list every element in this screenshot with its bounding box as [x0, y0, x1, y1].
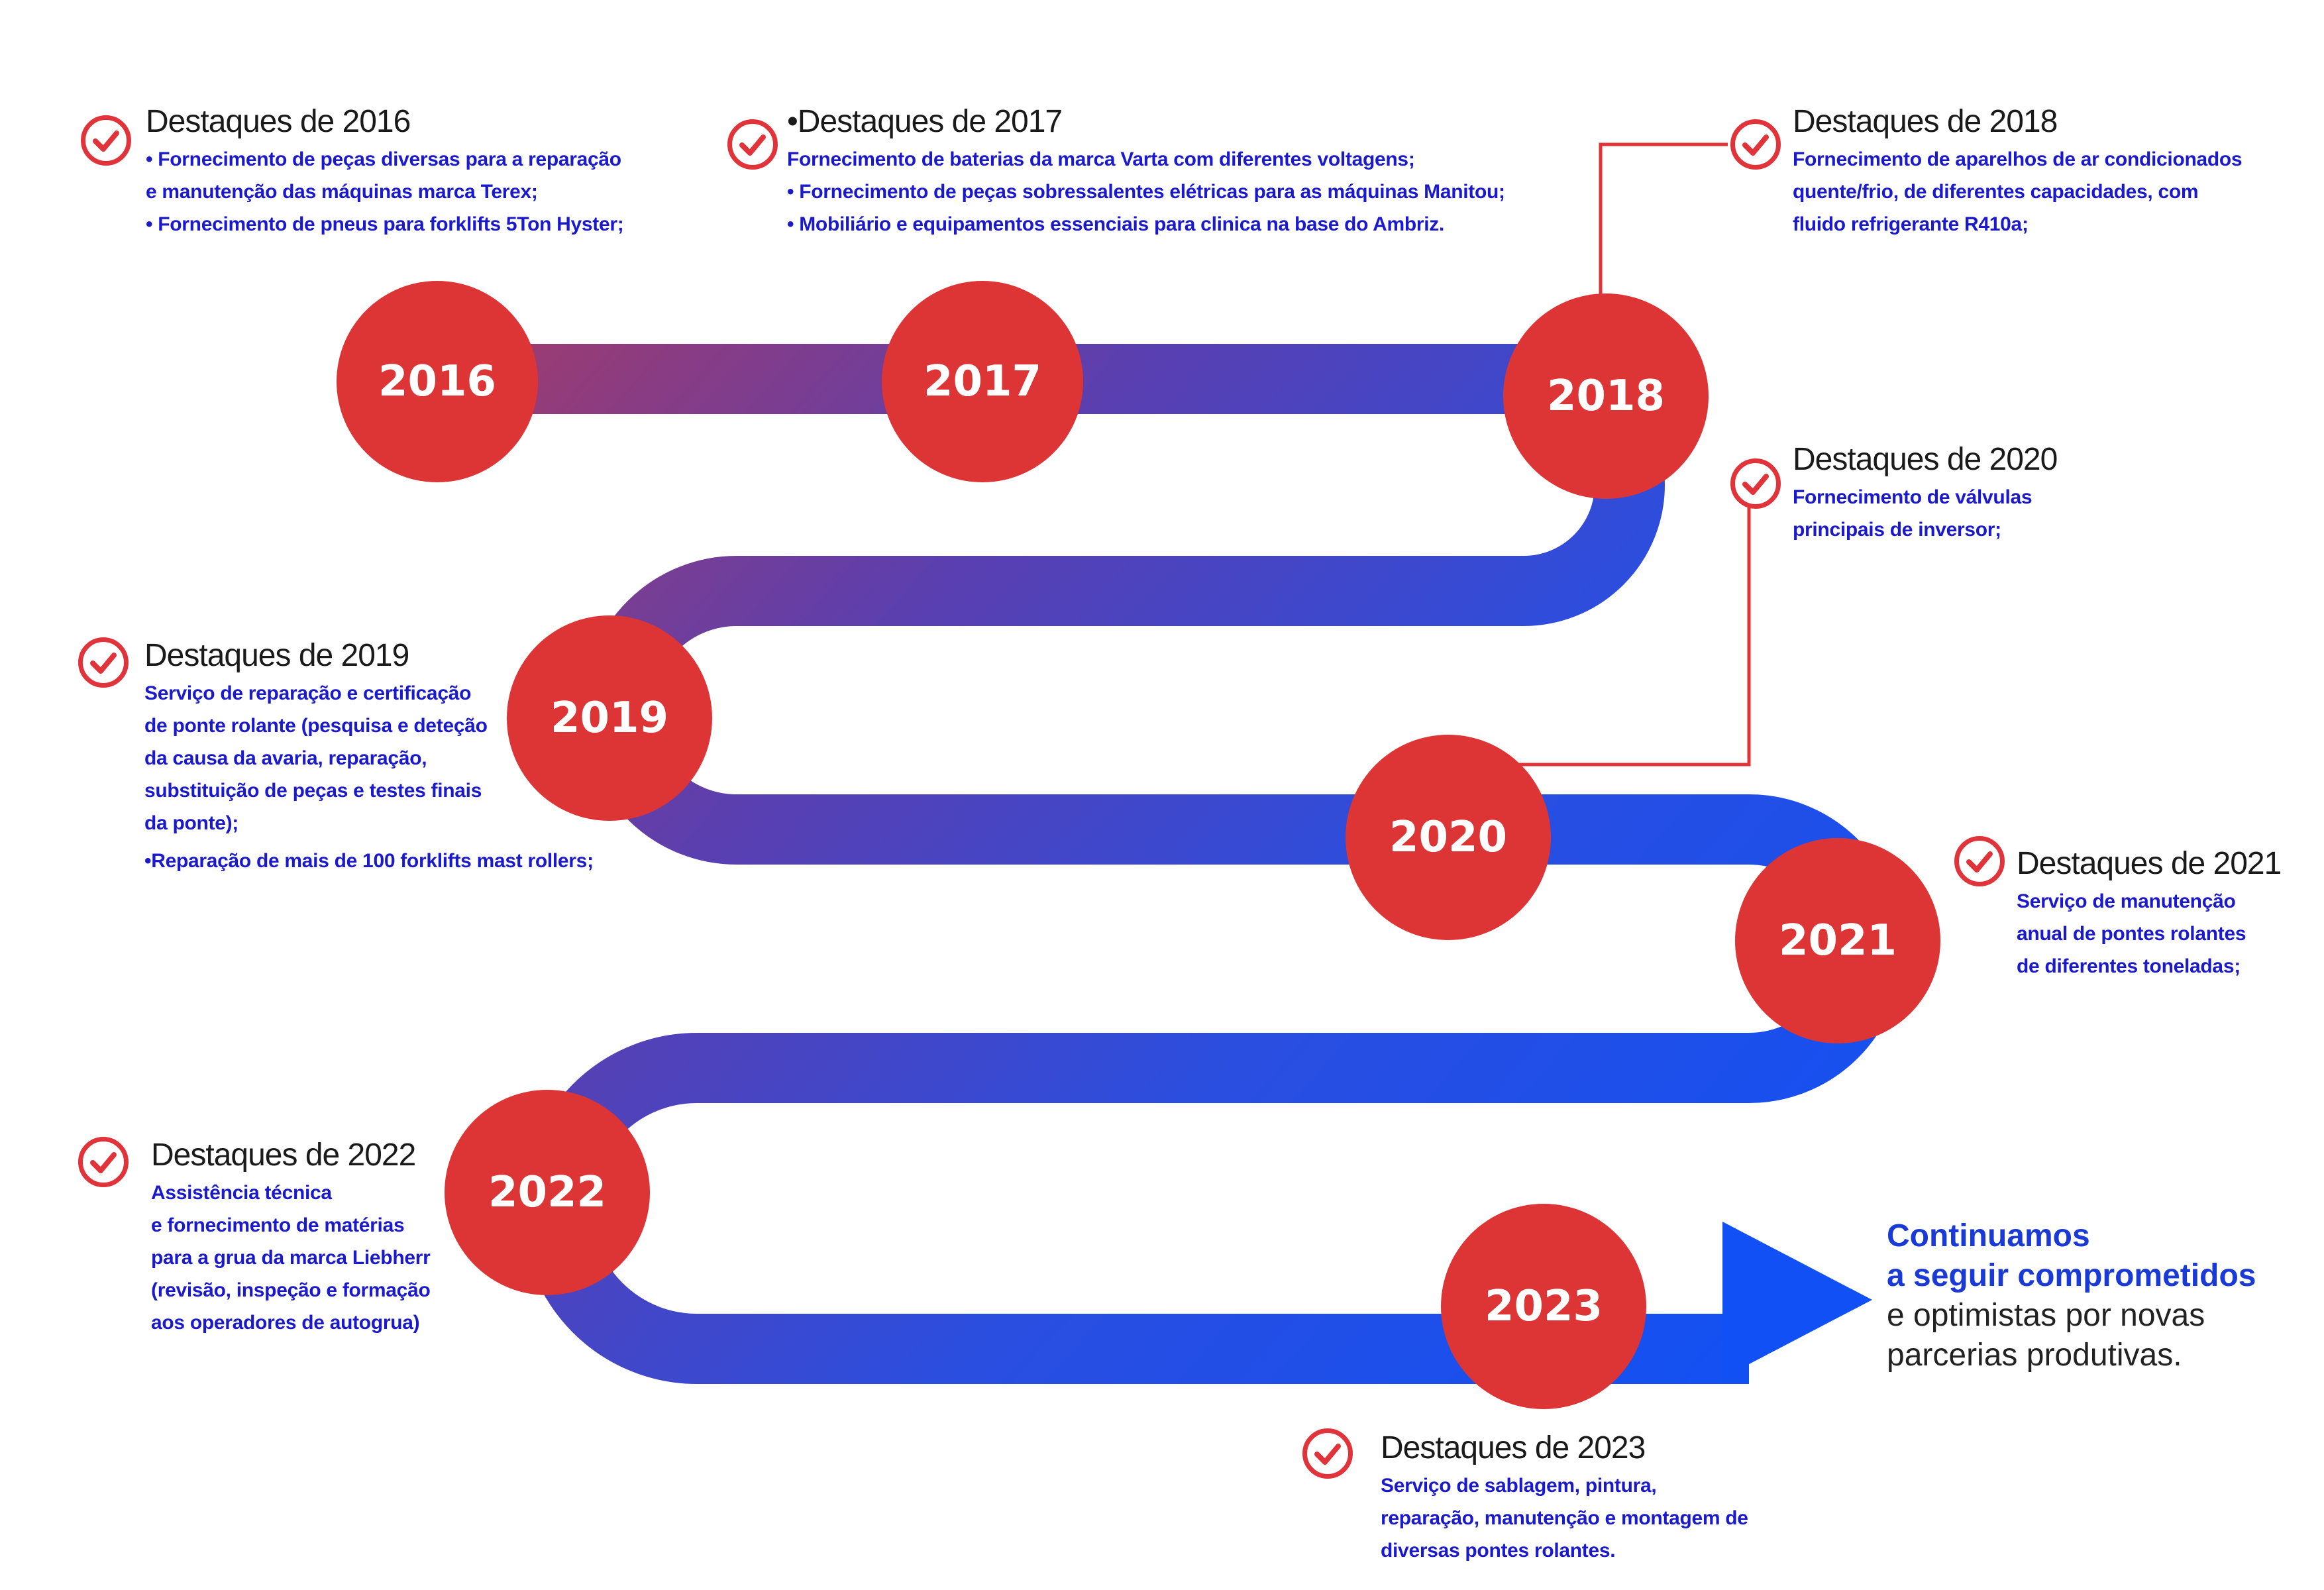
check-circle-icon — [81, 115, 131, 166]
highlight-item: • Mobiliário e equipamentos essenciais p… — [787, 213, 1445, 235]
year-label-2017: 2017 — [924, 357, 1041, 406]
arrow-right-icon — [1722, 1222, 1872, 1378]
highlight-item: (revisão, inspeção e formação — [151, 1279, 431, 1301]
year-label-2019: 2019 — [551, 694, 668, 743]
highlight-item: Fornecimento de baterias da marca Varta … — [787, 148, 1415, 170]
year-label-2021: 2021 — [1779, 916, 1897, 965]
highlight-item: substituição de peças e testes finais — [144, 780, 482, 802]
highlight-item: e fornecimento de matérias — [151, 1214, 405, 1236]
highlight-item: •Reparação de mais de 100 forklifts mast… — [144, 850, 594, 872]
year-node-2020: 2020 — [1346, 735, 1551, 940]
highlight-item: de ponte rolante (pesquisa e deteção — [144, 715, 488, 737]
highlights-2023: Destaques de 2023 Serviço de sablagem, p… — [1381, 1432, 1748, 1567]
highlight-item: da causa da avaria, reparação, — [144, 747, 427, 769]
closing-line: a seguir comprometidos — [1887, 1258, 2256, 1293]
year-node-2019: 2019 — [507, 615, 712, 821]
highlights-heading-2016: Destaques de 2016 — [146, 104, 411, 139]
highlight-item: Fornecimento de válvulas — [1793, 486, 2033, 508]
highlights-2017: •Destaques de 2017 Fornecimento de bater… — [787, 106, 1505, 240]
highlight-item: fluido refrigerante R410a; — [1793, 213, 2029, 235]
year-label-2020: 2020 — [1389, 813, 1507, 862]
highlights-heading-2023: Destaques de 2023 — [1381, 1430, 1646, 1465]
year-label-2018: 2018 — [1547, 372, 1665, 421]
timeline-road — [437, 344, 1903, 1384]
highlights-2019: Destaques de 2019 Serviço de reparação e… — [144, 640, 594, 877]
highlights-2022: Destaques de 2022 Assistência técnica e … — [151, 1138, 431, 1339]
year-node-2021: 2021 — [1735, 838, 1940, 1043]
highlight-item: de diferentes toneladas; — [2017, 955, 2241, 977]
highlights-heading-2022: Destaques de 2022 — [151, 1138, 416, 1173]
highlights-heading-2018: Destaques de 2018 — [1793, 104, 2058, 139]
check-circle-icon — [1954, 836, 2005, 886]
highlight-item: reparação, manutenção e montagem de — [1381, 1507, 1748, 1529]
highlights-heading-2017: •Destaques de 2017 — [787, 104, 1063, 139]
check-circle-icon — [78, 1137, 129, 1187]
connector-line-2020 — [1510, 504, 1751, 767]
check-circle-icon — [727, 119, 778, 170]
highlights-2021: Destaques de 2021 Serviço de manutenção … — [2017, 846, 2282, 982]
highlight-item: diversas pontes rolantes. — [1381, 1540, 1616, 1562]
connector-line-2018 — [1599, 142, 1728, 294]
closing-line: Continuamos — [1887, 1218, 2090, 1253]
year-node-2023: 2023 — [1441, 1204, 1646, 1409]
highlight-item: anual de pontes rolantes — [2017, 923, 2246, 945]
highlight-item: Assistência técnica — [151, 1182, 332, 1204]
year-label-2022: 2022 — [488, 1168, 606, 1217]
closing-message: Continuamos a seguir comprometidos e opt… — [1887, 1216, 2256, 1375]
highlight-item: quente/frio, de diferentes capacidades, … — [1793, 181, 2199, 203]
highlight-item: Fornecimento de aparelhos de ar condicio… — [1793, 148, 2243, 170]
check-circle-icon — [1730, 458, 1781, 509]
check-circle-icon — [1730, 119, 1781, 170]
highlight-item: Serviço de reparação e certificação — [144, 682, 472, 704]
highlight-item: • Fornecimento de peças sobressalentes e… — [787, 181, 1505, 203]
closing-line: parcerias produtivas. — [1887, 1338, 2182, 1373]
highlight-item: • Fornecimento de peças diversas para a … — [146, 148, 621, 170]
year-node-2017: 2017 — [882, 281, 1083, 482]
year-label-2023: 2023 — [1485, 1282, 1603, 1331]
highlights-2016: Destaques de 2016 • Fornecimento de peça… — [146, 104, 624, 240]
year-node-2016: 2016 — [337, 281, 538, 482]
year-node-2022: 2022 — [445, 1090, 650, 1295]
year-node-2018: 2018 — [1503, 293, 1709, 499]
highlight-item: da ponte); — [144, 812, 238, 834]
highlights-2020: Destaques de 2020 Fornecimento de válvul… — [1793, 442, 2058, 546]
highlight-item: aos operadores de autogrua) — [151, 1312, 420, 1334]
highlight-item: Serviço de manutenção — [2017, 890, 2236, 912]
highlight-item: Serviço de sablagem, pintura, — [1381, 1475, 1657, 1497]
check-circle-icon — [78, 637, 129, 688]
highlight-item: para a grua da marca Liebherr — [151, 1247, 431, 1269]
highlight-item: principais de inversor; — [1793, 519, 2001, 541]
highlights-heading-2020: Destaques de 2020 — [1793, 442, 2058, 477]
highlight-item: • Fornecimento de pneus para forklifts 5… — [146, 213, 624, 235]
check-circle-icon — [1302, 1428, 1353, 1479]
highlight-item: e manutenção das máquinas marca Terex; — [146, 181, 538, 203]
year-label-2016: 2016 — [378, 357, 496, 406]
closing-line: e optimistas por novas — [1887, 1298, 2205, 1333]
highlights-heading-2021: Destaques de 2021 — [2017, 846, 2282, 881]
highlights-heading-2019: Destaques de 2019 — [144, 638, 409, 673]
highlights-2018: Destaques de 2018 Fornecimento de aparel… — [1793, 104, 2243, 240]
